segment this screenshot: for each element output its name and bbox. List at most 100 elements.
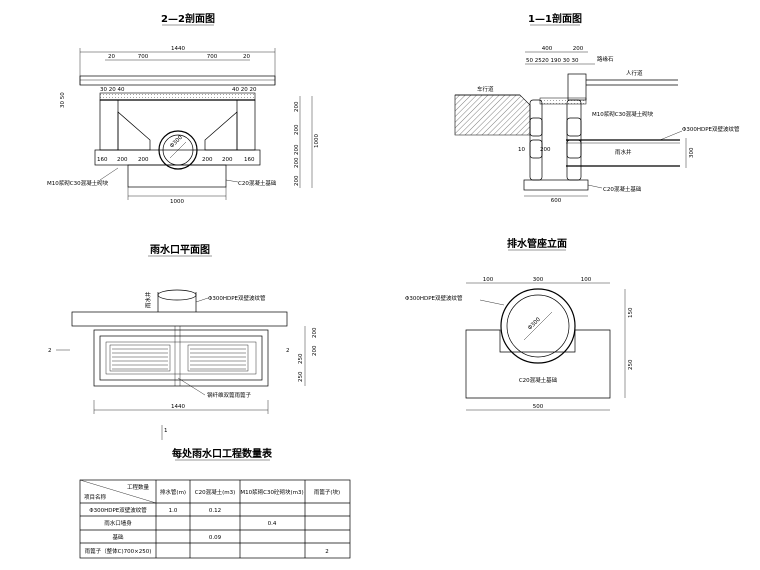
dim-left-10: 10 (518, 147, 525, 153)
cell: 1.0 (169, 508, 178, 514)
section-1-1-title: 1—1剖面图 (528, 12, 582, 25)
dim-r-250a: 250 (298, 353, 304, 364)
left-wall (99, 99, 119, 151)
label-grate: 钢纤维双篦雨篦子 (207, 391, 252, 399)
dim-inner-right: 40 20 20 (232, 87, 257, 93)
dim-top-20a: 20 (108, 54, 115, 60)
road-body (454, 94, 531, 136)
dim-r3: 200 (294, 157, 300, 168)
curb-stone (567, 73, 587, 101)
dim-base-600: 600 (551, 198, 562, 204)
table-row: 基础 0.09 (112, 533, 221, 541)
dim-total-1440: 1440 (171, 46, 185, 52)
section-2-2-title: 2—2剖面图 (161, 12, 215, 25)
dim-r-200a: 200 (312, 327, 318, 338)
inlet-inner (99, 335, 263, 381)
dim-b2: 200 (138, 157, 149, 163)
leader (587, 184, 603, 189)
row-name: Φ300HDPE双壁波纹管 (89, 506, 147, 514)
concrete-base (127, 164, 227, 188)
quantity-table: 每处雨水口工程数量表 工程数量 项目名称 排水管(m) C20混凝土(m3) M… (79, 447, 351, 559)
label-well: 雨水井 (615, 148, 632, 156)
block (566, 139, 582, 159)
dim-r2: 200 (294, 144, 300, 155)
cell: 2 (325, 549, 329, 555)
dim-right-total: 1000 (314, 134, 320, 148)
cell: 0.4 (268, 521, 277, 527)
row-name: 雨篦子（整体C)700×250) (85, 547, 152, 555)
dim-b3: 200 (202, 157, 213, 163)
section-1-1-drawing: 1—1剖面图 400 200 50 2520 190 30 30 路缘石 车行道… (454, 12, 740, 204)
seat-pipe-inner (506, 294, 570, 358)
dim-400: 400 (542, 46, 553, 52)
dim-seat-500: 500 (533, 404, 544, 410)
dim-seat-150: 150 (628, 307, 634, 318)
label-vertical-pipe: 雨水井 (144, 291, 152, 308)
dim-plan-1440: 1440 (171, 404, 185, 410)
label-m10: M10浆砌C30混凝土砌块 (47, 179, 109, 187)
label-road: 车行道 (477, 85, 494, 93)
dim-seat-100b: 100 (581, 277, 592, 283)
dim-seat-250: 250 (628, 359, 634, 370)
dim-left-200: 200 (540, 147, 551, 153)
header-0: 排水管(m) (160, 488, 186, 496)
dim-r1: 200 (294, 124, 300, 135)
dim-top-700a: 700 (138, 54, 149, 60)
dim-r-250b: 250 (298, 371, 304, 382)
leader (479, 299, 505, 306)
label-pipe-1: Φ300HDPE双壁波纹管 (682, 125, 740, 133)
cell: 0.09 (209, 535, 222, 541)
dim-top2: 50 2520 190 30 30 (526, 58, 579, 64)
block (529, 117, 543, 137)
label-c20: C20混凝土基础 (238, 179, 277, 187)
leader (659, 130, 683, 141)
left-haunch (117, 111, 151, 151)
grate-left (109, 344, 171, 372)
dim-200: 200 (573, 46, 584, 52)
pipe-end (157, 289, 197, 301)
right-wall (236, 99, 256, 151)
dim-b1: 200 (117, 157, 128, 163)
section-2-2-drawing: 2—2剖面图 1440 20 700 700 20 30 20 40 40 20… (47, 12, 320, 205)
label-sidewalk: 人行道 (626, 69, 643, 77)
dim-left-side: 30 50 (60, 92, 66, 108)
section-mark-2-right: 2 (286, 348, 290, 354)
label-seat-pipe: Φ300HDPE双壁波纹管 (405, 294, 463, 302)
table-row: 雨篦子（整体C)700×250) 2 (85, 547, 329, 555)
label-c20-1: C20混凝土基础 (603, 185, 642, 193)
road-surface (79, 75, 276, 86)
header-2: M10浆砌C30砼砌块(m3) (240, 488, 303, 496)
concrete-base (523, 179, 589, 191)
dim-seat-100a: 100 (483, 277, 494, 283)
seat-pipe-outer (500, 288, 576, 364)
dim-r4: 200 (294, 175, 300, 186)
inlet-outer (93, 329, 269, 387)
dim-inner-left: 30 20 40 (100, 87, 125, 93)
right-haunch (204, 111, 238, 151)
label-m10-1: M10浆砌C30混凝土砌块 (592, 110, 654, 118)
leader (195, 297, 209, 303)
dim-right-300: 300 (689, 147, 695, 158)
seat-diameter (523, 311, 553, 341)
plan-drawing: 雨水口平面图 雨水井 Φ300HDPE双壁波纹管 (48, 243, 318, 440)
leader (99, 167, 119, 181)
block (566, 117, 582, 137)
seat-base (465, 329, 611, 399)
dim-top-20b: 20 (243, 54, 250, 60)
grate-right (187, 344, 249, 372)
header-3: 雨篦子(块) (314, 488, 340, 496)
table-frame (79, 479, 351, 559)
dim-b0: 160 (97, 157, 108, 163)
dim-top-700b: 700 (207, 54, 218, 60)
row-name: 雨水口墙身 (104, 519, 132, 527)
grate-frame (105, 341, 257, 375)
corner-top: 工程数量 (127, 483, 150, 491)
leader (225, 179, 239, 183)
table-row: Φ300HDPE双壁波纹管 1.0 0.12 (89, 506, 221, 514)
section-mark-2-left: 2 (48, 348, 52, 354)
row-name: 基础 (112, 533, 124, 541)
dim-seat-300: 300 (533, 277, 544, 283)
curb-band (71, 311, 288, 327)
